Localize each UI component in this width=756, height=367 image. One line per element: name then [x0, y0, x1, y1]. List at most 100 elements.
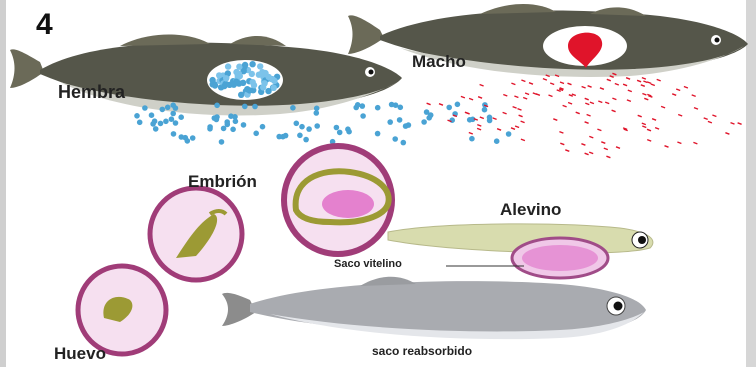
milt-dash	[647, 129, 651, 131]
milt-dash	[513, 107, 517, 109]
milt-dash	[604, 148, 608, 150]
milt-dash	[626, 78, 630, 80]
egg-dot	[257, 63, 263, 69]
milt-dash	[704, 118, 708, 120]
milt-dash	[738, 123, 742, 125]
egg-dot	[236, 71, 242, 77]
milt-dash	[477, 128, 481, 130]
milt-dash	[560, 143, 564, 145]
milt-dash	[568, 103, 572, 105]
released-egg-dot	[158, 121, 164, 127]
released-egg-dot	[398, 105, 404, 111]
milt-dash	[565, 150, 569, 152]
released-egg-dot	[469, 136, 475, 142]
milt-dash	[557, 90, 561, 92]
milt-dash	[647, 82, 651, 84]
released-egg-dot	[224, 119, 230, 125]
milt-dash	[511, 83, 515, 85]
released-egg-dot	[299, 124, 305, 130]
milt-dash	[600, 88, 604, 90]
milt-dash	[712, 115, 716, 117]
released-egg-dot	[334, 125, 340, 131]
egg-dot	[225, 63, 231, 69]
released-egg-dot	[169, 116, 175, 122]
released-egg-dot	[137, 120, 143, 126]
male-fish	[348, 4, 748, 77]
milt-dash	[549, 95, 553, 97]
egg-dot	[240, 80, 246, 86]
milt-dash	[651, 84, 655, 86]
released-egg-dot	[360, 113, 366, 119]
milt-dash	[605, 102, 609, 104]
released-egg-dot	[392, 136, 398, 142]
milt-dash	[693, 142, 697, 144]
released-egg-dot	[170, 102, 176, 108]
milt-dash	[642, 126, 646, 128]
milt-dash	[576, 112, 580, 114]
milt-dash	[581, 144, 585, 146]
milt-dash	[607, 79, 611, 81]
milt-dash	[582, 87, 586, 89]
milt-dash	[525, 93, 529, 95]
released-egg-dot	[449, 117, 455, 123]
released-egg-dot	[455, 102, 461, 108]
milt-dash	[518, 109, 522, 111]
milt-dash	[521, 80, 525, 82]
milt-dash	[519, 115, 523, 117]
released-egg-dot	[494, 138, 500, 144]
milt-dash	[652, 119, 656, 121]
milt-dash	[533, 93, 537, 95]
milt-dash	[523, 98, 527, 100]
egg-dot	[212, 82, 218, 88]
egg-stage-huevo	[78, 266, 166, 354]
milt-dash	[612, 110, 616, 112]
egg-dot	[250, 79, 256, 85]
milt-dash	[469, 98, 473, 100]
milt-dash	[708, 121, 712, 123]
egg-dot	[261, 80, 267, 86]
milt-dash	[657, 79, 661, 81]
milt-dash	[676, 89, 680, 91]
milt-spray	[427, 73, 756, 157]
milt-dash	[637, 80, 641, 82]
released-egg-dot	[446, 105, 452, 111]
released-egg-dot	[207, 124, 213, 130]
egg-dot	[249, 71, 255, 77]
released-egg-dot	[160, 107, 166, 113]
released-egg-dot	[355, 102, 361, 108]
milt-dash	[665, 146, 669, 148]
milt-dash	[568, 83, 572, 85]
label-alevino: Alevino	[500, 200, 561, 220]
released-egg-dot	[190, 135, 196, 141]
milt-dash	[601, 142, 605, 144]
milt-dash	[684, 87, 688, 89]
milt-dash	[497, 129, 501, 131]
milt-dash	[480, 117, 484, 119]
milt-dash	[466, 113, 470, 115]
released-egg-dot	[337, 130, 343, 136]
milt-dash	[511, 128, 515, 130]
milt-dash	[589, 136, 593, 138]
released-egg-dot	[173, 120, 179, 126]
milt-dash	[623, 84, 627, 86]
milt-dash	[648, 96, 652, 98]
released-egg-dot	[406, 122, 412, 128]
released-egg-dot	[314, 123, 320, 129]
released-egg-dot	[242, 104, 248, 110]
egg-dot	[265, 74, 271, 80]
egg-dot	[231, 82, 237, 88]
milt-dash	[469, 133, 473, 135]
milt-dash	[598, 101, 602, 103]
released-egg-dot	[214, 103, 220, 109]
label-embrion: Embrión	[188, 172, 257, 192]
milt-dash	[643, 81, 647, 83]
milt-dash	[543, 79, 547, 81]
milt-dash	[655, 128, 659, 130]
milt-dash	[638, 115, 642, 117]
juvenile-fish	[222, 277, 646, 339]
milt-dash	[627, 100, 631, 102]
label-saco-reabsorbido: saco reabsorbido	[372, 344, 472, 358]
released-egg-dot	[387, 119, 393, 125]
milt-dash	[427, 103, 431, 105]
released-egg-dot	[375, 105, 381, 111]
